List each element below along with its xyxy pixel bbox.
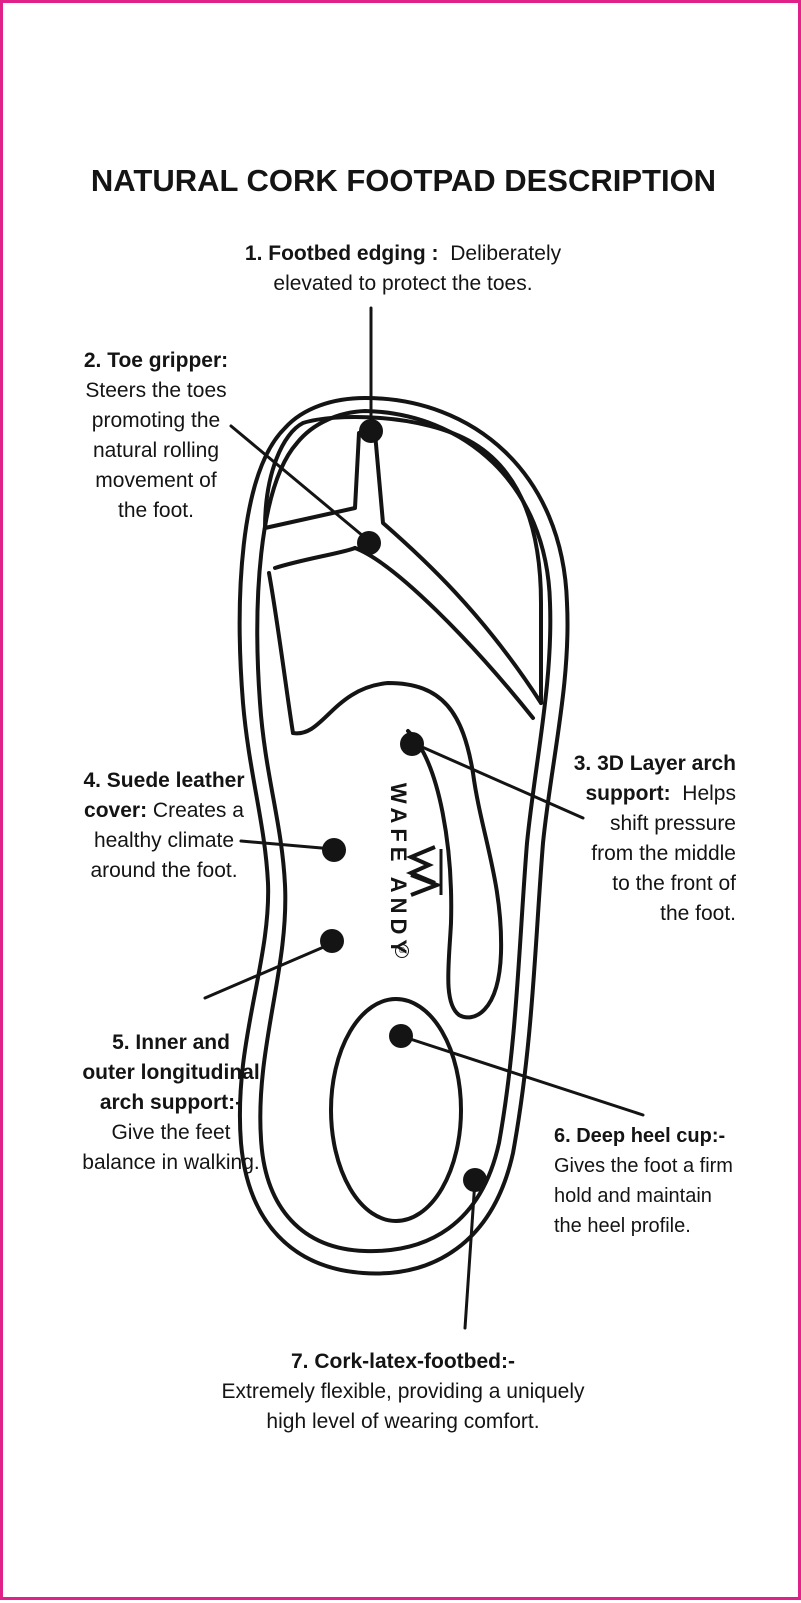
toe-post-outline-b bbox=[273, 546, 357, 570]
callout-7-line: Extremely flexible, providing a uniquely bbox=[221, 1380, 585, 1403]
callout-3d-arch-support: 3. 3D Layer arch support: Helps shift pr… bbox=[523, 749, 736, 929]
arch-support-contour bbox=[267, 571, 504, 1020]
brand-logo-text: WAFE ANDY bbox=[386, 782, 411, 960]
marker-dot-7 bbox=[463, 1168, 487, 1192]
marker-dot-3 bbox=[400, 732, 424, 756]
wa-monogram-icon bbox=[405, 845, 443, 897]
callout-2-line: promoting the bbox=[91, 409, 221, 432]
footbed-diagram bbox=[203, 306, 645, 1330]
callout-7-line: high level of wearing comfort. bbox=[266, 1410, 540, 1433]
thong-strap-left bbox=[353, 546, 535, 720]
callout-2-heading: 2. Toe gripper: bbox=[83, 349, 229, 372]
callout-6-line: hold and maintain bbox=[554, 1185, 712, 1207]
thong-strap-right bbox=[373, 431, 543, 705]
callout-5-heading-line: outer longitudinal bbox=[82, 1061, 260, 1084]
callout-3-line: shift pressure bbox=[609, 812, 736, 835]
leader-line-6 bbox=[399, 1034, 645, 1117]
marker-dot-5 bbox=[320, 929, 344, 953]
callout-suede-leather-cover: 4. Suede leather cover: Creates a health… bbox=[59, 766, 269, 886]
callout-3-heading-line2: support: bbox=[585, 782, 671, 805]
callout-5-line: Give the feet bbox=[111, 1121, 231, 1144]
callout-2-line: natural rolling bbox=[92, 439, 220, 462]
page-title: NATURAL CORK FOOTPAD DESCRIPTION bbox=[90, 163, 717, 198]
marker-dot-6 bbox=[389, 1024, 413, 1048]
callout-4-heading-line2: cover: bbox=[84, 799, 148, 822]
callout-5-heading-line: arch support:- bbox=[99, 1091, 243, 1114]
callout-5-heading-line: 5. Inner and bbox=[112, 1031, 230, 1054]
callout-toe-gripper: 2. Toe gripper: Steers the toes promotin… bbox=[61, 346, 251, 526]
callout-5-line: balance in walking. bbox=[82, 1151, 260, 1174]
callout-deep-heel-cup: 6. Deep heel cup:- Gives the foot a firm… bbox=[554, 1121, 789, 1241]
callout-7-heading: 7. Cork-latex-footbed:- bbox=[290, 1350, 515, 1373]
callout-6-line: the heel profile. bbox=[554, 1215, 691, 1237]
leader-line-7 bbox=[463, 1178, 477, 1330]
callout-1-text-line2: elevated to protect the toes. bbox=[273, 272, 533, 295]
thong-top-band bbox=[263, 415, 543, 705]
leader-line-2 bbox=[229, 424, 371, 543]
leader-line-4 bbox=[239, 839, 335, 851]
marker-dot-4 bbox=[322, 838, 346, 862]
marker-dot-2 bbox=[357, 531, 381, 555]
callout-1-text-line1: Deliberately bbox=[450, 242, 562, 265]
sole-outer-outline bbox=[237, 396, 570, 1276]
callout-3-text-inline: Helps bbox=[682, 782, 736, 805]
callout-1-heading: 1. Footbed edging : bbox=[244, 242, 439, 265]
registered-mark-icon: ® bbox=[395, 944, 409, 958]
callout-4-heading-line1: 4. Suede leather bbox=[83, 769, 245, 792]
callout-3-line: to the front of bbox=[612, 872, 736, 895]
leader-line-5 bbox=[203, 941, 335, 1000]
callout-footbed-edging: 1. Footbed edging : Deliberately elevate… bbox=[193, 239, 613, 299]
callout-longitudinal-arch-support: 5. Inner and outer longitudinal arch sup… bbox=[51, 1028, 291, 1178]
callout-2-line: Steers the toes bbox=[85, 379, 227, 402]
marker-dot-1 bbox=[359, 419, 383, 443]
toe-post-outline bbox=[263, 431, 361, 530]
callout-cork-latex-footbed: 7. Cork-latex-footbed:- Extremely flexib… bbox=[153, 1347, 653, 1437]
callout-2-line: movement of bbox=[95, 469, 217, 492]
heel-cup-oval bbox=[329, 997, 463, 1223]
callout-3-line: from the middle bbox=[591, 842, 736, 865]
callout-4-line: around the foot. bbox=[90, 859, 238, 882]
callout-4-text-inline: Creates a bbox=[152, 799, 244, 822]
callout-3-heading-line1: 3. 3D Layer arch bbox=[573, 752, 736, 775]
callout-6-line: Gives the foot a firm bbox=[554, 1155, 733, 1177]
callout-4-line: healthy climate bbox=[93, 829, 235, 852]
callout-3-line: the foot. bbox=[660, 902, 736, 925]
callout-2-line: the foot. bbox=[118, 499, 194, 522]
callout-6-heading: 6. Deep heel cup:- bbox=[554, 1125, 726, 1147]
leader-line-3 bbox=[411, 741, 585, 820]
sole-inner-outline bbox=[255, 409, 553, 1254]
